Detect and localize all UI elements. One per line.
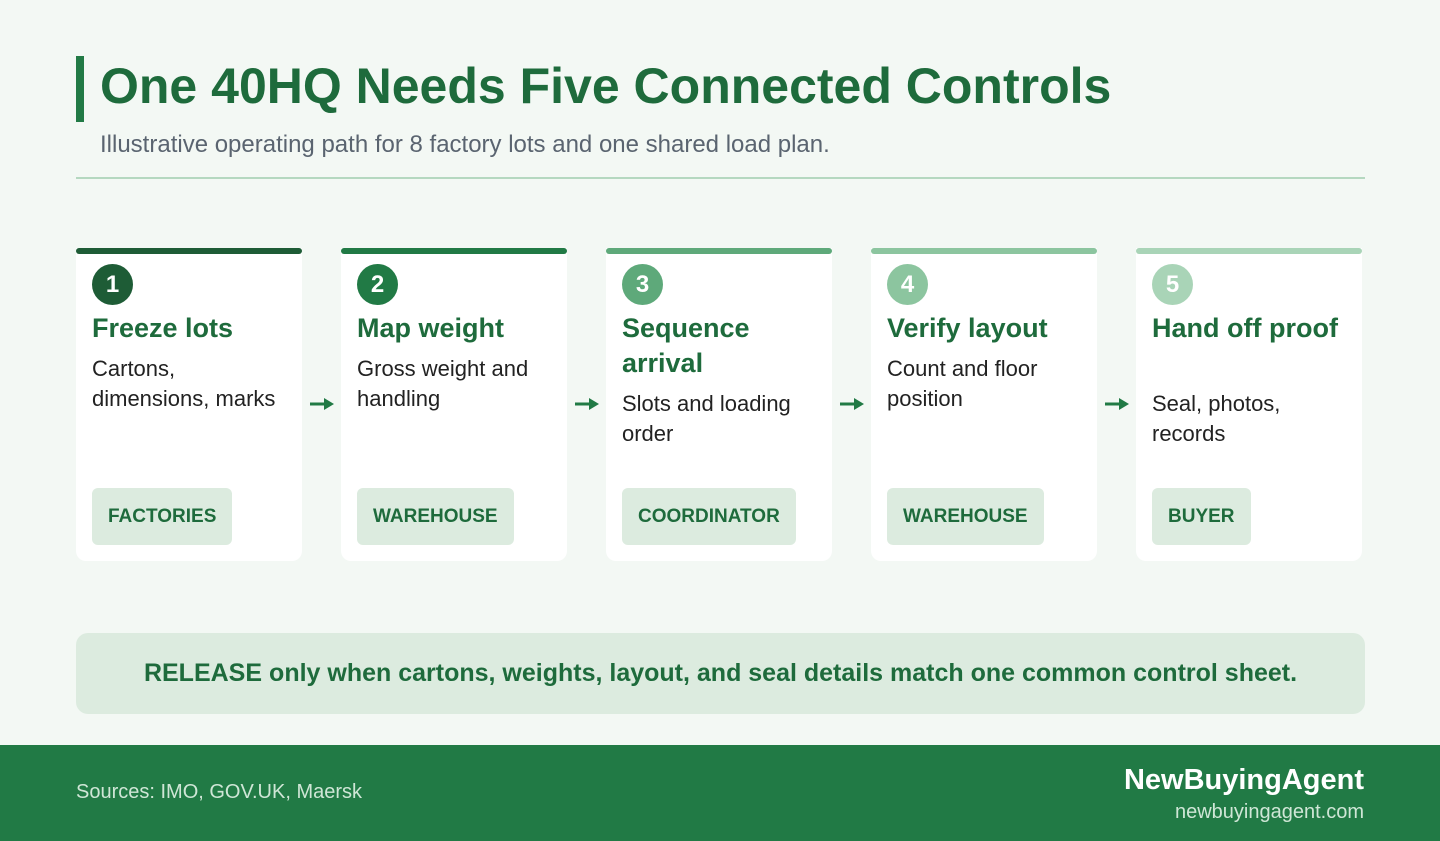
- step-accent-line: [341, 248, 567, 254]
- step-description: Cartons, dimensions, marks: [92, 356, 276, 411]
- step-accent-line: [871, 248, 1097, 254]
- brand-url: newbuyingagent.com: [1174, 801, 1364, 823]
- step-role-badge: WAREHOUSE: [357, 488, 514, 545]
- step-number-badge: 1: [92, 264, 133, 305]
- header-divider: [76, 177, 1365, 179]
- step-card-4: 4 Verify layout Count and floor position…: [871, 248, 1097, 561]
- step-role-badge: BUYER: [1152, 488, 1251, 545]
- step-role-badge: COORDINATOR: [622, 488, 796, 545]
- step-number-badge: 4: [887, 264, 928, 305]
- step-accent-line: [1136, 248, 1362, 254]
- arrow-right-icon: [575, 398, 599, 410]
- step-card-5: 5 Hand off proof Seal, photos, records B…: [1136, 248, 1362, 561]
- step-description: Gross weight and handling: [357, 356, 529, 411]
- page-subtitle: Illustrative operating path for 8 factor…: [100, 131, 830, 158]
- step-title: Map weight: [357, 313, 504, 343]
- footer: Sources: IMO, GOV.UK, Maersk NewBuyingAg…: [0, 745, 1440, 841]
- page-title: One 40HQ Needs Five Connected Controls: [100, 58, 1112, 114]
- step-title: Sequence arrival: [622, 313, 750, 378]
- release-banner: RELEASE only when cartons, weights, layo…: [76, 633, 1365, 714]
- step-description: Count and floor position: [887, 356, 1038, 411]
- arrow-right-icon: [840, 398, 864, 410]
- step-title: Freeze lots: [92, 313, 234, 343]
- step-title: Hand off proof: [1152, 313, 1338, 343]
- step-accent-line: [76, 248, 302, 254]
- step-accent-line: [606, 248, 832, 254]
- step-card-2: 2 Map weight Gross weight and handling W…: [341, 248, 567, 561]
- step-role-badge: WAREHOUSE: [887, 488, 1044, 545]
- step-card-3: 3 Sequence arrival Slots and loading ord…: [606, 248, 832, 561]
- sources-text: Sources: IMO, GOV.UK, Maersk: [76, 781, 363, 803]
- brand-name: NewBuyingAgent: [1123, 764, 1364, 796]
- release-text: only when cartons, weights, layout, and …: [269, 659, 1298, 687]
- arrow-right-icon: [1105, 398, 1129, 410]
- step-number-badge: 3: [622, 264, 663, 305]
- step-description: Slots and loading order: [622, 391, 791, 446]
- release-keyword: RELEASE: [143, 659, 263, 687]
- step-number-badge: 2: [357, 264, 398, 305]
- title-accent-bar: [76, 56, 84, 122]
- step-number-badge: 5: [1152, 264, 1193, 305]
- step-card-1: 1 Freeze lots Cartons, dimensions, marks…: [76, 248, 302, 561]
- step-title: Verify layout: [887, 313, 1048, 343]
- step-role-badge: FACTORIES: [92, 488, 233, 545]
- arrow-right-icon: [310, 398, 334, 410]
- step-description: Seal, photos, records: [1152, 391, 1281, 446]
